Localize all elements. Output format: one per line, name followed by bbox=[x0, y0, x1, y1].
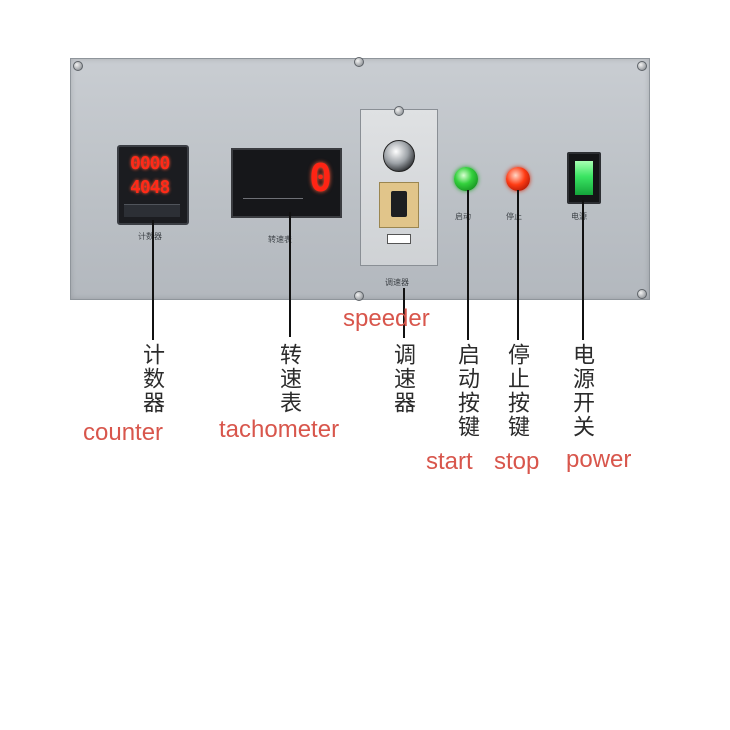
start-zh-label: 启动按键 bbox=[454, 343, 479, 439]
start-leader-line bbox=[467, 190, 469, 340]
stop-indicator-light-icon[interactable] bbox=[506, 167, 530, 191]
tachometer-caption: 转速表 bbox=[268, 235, 292, 244]
tachometer-zh-label: 转速表 bbox=[276, 343, 301, 415]
screw-icon bbox=[637, 61, 647, 71]
stop-leader-line bbox=[517, 190, 519, 340]
counter-bottom-digits: 4048 bbox=[130, 177, 170, 198]
speeder-switch[interactable] bbox=[379, 182, 419, 228]
speeder-unit bbox=[360, 106, 438, 266]
knob-icon[interactable] bbox=[383, 140, 415, 172]
speeder-leader-line bbox=[403, 288, 405, 338]
counter-en-label: counter bbox=[83, 419, 164, 446]
counter-leader-line bbox=[152, 220, 154, 340]
screw-icon bbox=[637, 289, 647, 299]
screw-icon bbox=[394, 106, 404, 116]
start-en-label: start bbox=[426, 448, 473, 475]
power-zh-label: 电源开关 bbox=[569, 343, 594, 439]
counter-caption: 计数器 bbox=[138, 232, 162, 241]
start-caption: 启动 bbox=[455, 212, 471, 221]
stop-en-label: stop bbox=[494, 448, 540, 475]
speeder-plate bbox=[387, 234, 411, 244]
speeder-en-label: speeder bbox=[343, 305, 430, 332]
power-leader-line bbox=[582, 200, 584, 340]
screw-icon bbox=[354, 291, 364, 301]
tachometer-divider bbox=[243, 198, 303, 199]
screw-icon bbox=[354, 57, 364, 67]
screw-icon bbox=[73, 61, 83, 71]
speeder-zh-label: 调速器 bbox=[390, 343, 415, 415]
tachometer-digit: 0 bbox=[309, 156, 332, 200]
stop-caption: 停止 bbox=[506, 212, 522, 221]
counter-top-digits: 0000 bbox=[130, 153, 170, 174]
toggle-switch-icon[interactable] bbox=[391, 191, 407, 217]
power-rocker-switch-icon[interactable] bbox=[567, 152, 601, 204]
speeder-caption: 调速器 bbox=[385, 278, 409, 287]
tachometer-display: 0 bbox=[231, 148, 342, 218]
counter-display: 0000 4048 bbox=[117, 145, 189, 225]
power-caption: 电源 bbox=[571, 212, 587, 221]
power-en-label: power bbox=[566, 446, 632, 473]
stop-zh-label: 停止按键 bbox=[504, 343, 529, 439]
tachometer-leader-line bbox=[289, 212, 291, 337]
start-indicator-light-icon[interactable] bbox=[454, 167, 478, 191]
counter-buttons[interactable] bbox=[124, 204, 180, 217]
tachometer-en-label: tachometer bbox=[219, 416, 340, 443]
counter-zh-label: 计数器 bbox=[139, 343, 164, 415]
power-switch-glow bbox=[575, 161, 593, 195]
